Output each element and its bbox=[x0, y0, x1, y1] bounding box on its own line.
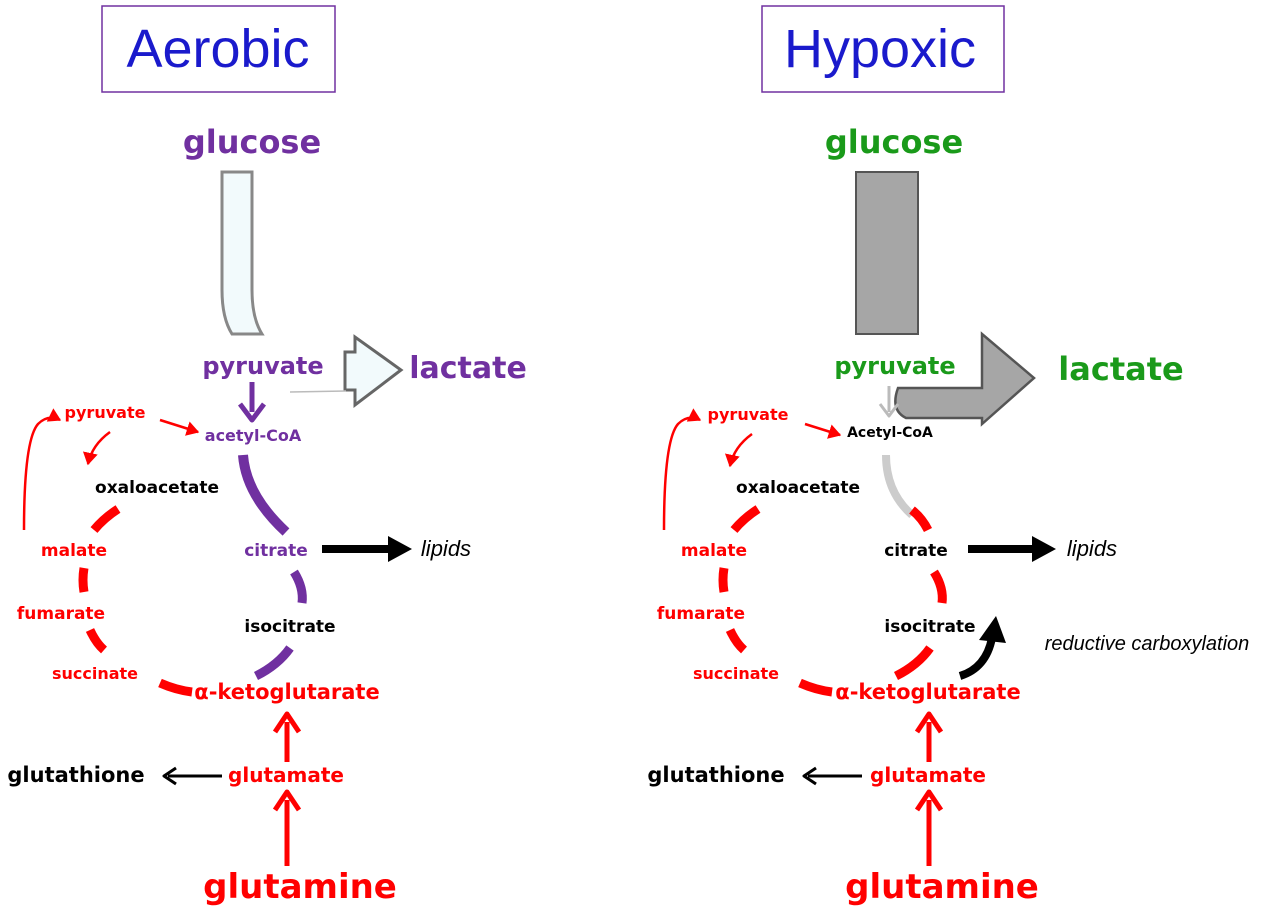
aerobic-glutathione-label: glutathione bbox=[7, 763, 144, 787]
hypoxic-malate-to-pyruvate-arrow bbox=[662, 408, 702, 531]
hypoxic-fumarate-label: fumarate bbox=[657, 604, 745, 624]
hypoxic-reductive-carboxylation-label: reductive carboxylation bbox=[1045, 633, 1250, 655]
hypoxic-citrate-label: citrate bbox=[884, 541, 948, 561]
aerobic-acetylcoa-label: acetyl-CoA bbox=[205, 426, 302, 445]
hypoxic-glutamine-label: glutamine bbox=[845, 867, 1039, 907]
aerobic-succinate-label: succinate bbox=[52, 664, 138, 683]
hypoxic-pyruvate-to-acetylcoa-arrow bbox=[804, 422, 842, 439]
aerobic-title: Aerobic bbox=[126, 19, 309, 79]
hypoxic-succinate-label: succinate bbox=[693, 664, 779, 683]
hypoxic-pyruvate-label: pyruvate bbox=[834, 352, 955, 380]
aerobic-glutamine-to-glutamate-head bbox=[272, 789, 302, 812]
hypoxic-cycle-seg-fumarate-succinate bbox=[725, 628, 748, 654]
hypoxic-title: Hypoxic bbox=[784, 19, 976, 79]
aerobic-cycle-seg-citrate-isocitrate bbox=[290, 569, 307, 604]
aerobic-cycle-pyruvate-label: pyruvate bbox=[65, 403, 146, 422]
aerobic-malate-to-pyruvate-arrow bbox=[22, 408, 62, 531]
aerobic-title-box bbox=[101, 5, 336, 93]
aerobic-panel: Aerobic glucose pyruvate lactate acetyl-… bbox=[7, 5, 527, 907]
hypoxic-akg-label: α-ketoglutarate bbox=[835, 680, 1020, 704]
aerobic-lipids-label: lipids bbox=[421, 536, 471, 561]
aerobic-glutamate-to-akg-head bbox=[272, 711, 302, 734]
hypoxic-glycolysis-flow-arrow bbox=[855, 171, 919, 335]
hypoxic-panel: Hypoxic glucose pyruvate lactate Acetyl-… bbox=[647, 5, 1250, 907]
hypoxic-lactate-block-arrow bbox=[894, 331, 1036, 427]
aerobic-cycle-seg-malate-fumarate bbox=[78, 567, 89, 593]
aerobic-glucose-label: glucose bbox=[183, 123, 321, 161]
aerobic-citrate-to-lipids-head bbox=[388, 536, 412, 562]
aerobic-oxaloacetate-label: oxaloacetate bbox=[95, 478, 219, 498]
aerobic-cycle-seg-oaa-malate bbox=[90, 505, 121, 533]
aerobic-akg-label: α-ketoglutarate bbox=[194, 680, 379, 704]
hypoxic-reductive-carboxylation-head bbox=[979, 616, 1006, 643]
hypoxic-cycle-seg-oaa-citrate bbox=[909, 506, 933, 533]
hypoxic-title-box bbox=[761, 5, 1005, 93]
aerobic-pyruvate-to-acetylcoa-arrow bbox=[159, 418, 200, 436]
aerobic-acetylcoa-to-citrate bbox=[238, 454, 290, 536]
hypoxic-cycle-seg-oaa-malate bbox=[730, 505, 761, 533]
aerobic-fumarate-label: fumarate bbox=[17, 604, 105, 624]
hypoxic-cycle-seg-malate-fumarate bbox=[718, 567, 729, 593]
aerobic-pyruvate-label: pyruvate bbox=[202, 352, 323, 380]
aerobic-cycle-seg-fumarate-succinate bbox=[85, 628, 108, 654]
hypoxic-pyruvate-to-acetylcoa-head bbox=[878, 403, 900, 418]
aerobic-pyruvate-to-acetylcoa-head bbox=[238, 402, 266, 423]
hypoxic-malate-label: malate bbox=[681, 541, 747, 561]
aerobic-lactate-thin-line bbox=[289, 390, 347, 393]
aerobic-cycle-seg-isocitrate-akg bbox=[253, 645, 294, 681]
hypoxic-lipids-label: lipids bbox=[1067, 536, 1117, 561]
hypoxic-acetylcoa-label: Acetyl-CoA bbox=[847, 425, 933, 441]
hypoxic-acetylcoa-to-citrate bbox=[882, 454, 915, 518]
aerobic-malate-label: malate bbox=[41, 541, 107, 561]
aerobic-isocitrate-label: isocitrate bbox=[244, 617, 335, 637]
hypoxic-cycle-seg-isocitrate-akg bbox=[893, 645, 934, 681]
hypoxic-reductive-carboxylation-arrow bbox=[958, 637, 996, 680]
aerobic-cycle-seg-succinate-akg bbox=[158, 678, 193, 697]
hypoxic-cycle-seg-citrate-isocitrate bbox=[930, 569, 947, 604]
hypoxic-oxaloacetate-label: oxaloacetate bbox=[736, 478, 860, 498]
aerobic-pyruvate-to-oxaloacetate-arrow bbox=[82, 430, 111, 466]
hypoxic-cycle-pyruvate-label: pyruvate bbox=[708, 405, 789, 424]
hypoxic-pyruvate-to-oxaloacetate-arrow bbox=[724, 432, 753, 468]
hypoxic-isocitrate-label: isocitrate bbox=[884, 617, 975, 637]
hypoxic-glutathione-label: glutathione bbox=[647, 763, 784, 787]
aerobic-glutamate-to-glutathione-head bbox=[162, 766, 177, 786]
hypoxic-glutamate-to-akg-head bbox=[914, 711, 944, 734]
aerobic-glutamate-label: glutamate bbox=[228, 763, 344, 787]
hypoxic-glutamate-to-glutathione-head bbox=[802, 766, 817, 786]
hypoxic-lactate-label: lactate bbox=[1058, 350, 1183, 388]
hypoxic-cycle-seg-succinate-akg bbox=[798, 678, 833, 697]
aerobic-glutamine-label: glutamine bbox=[203, 867, 397, 907]
hypoxic-glutamate-label: glutamate bbox=[870, 763, 986, 787]
hypoxic-glucose-label: glucose bbox=[825, 123, 963, 161]
hypoxic-glutamine-to-glutamate-head bbox=[914, 789, 944, 812]
aerobic-glycolysis-flow-arrow bbox=[220, 170, 265, 336]
aerobic-lactate-label: lactate bbox=[409, 351, 527, 386]
aerobic-citrate-label: citrate bbox=[244, 541, 308, 561]
aerobic-lactate-block-arrow bbox=[343, 334, 404, 409]
hypoxic-citrate-to-lipids-head bbox=[1032, 536, 1056, 562]
